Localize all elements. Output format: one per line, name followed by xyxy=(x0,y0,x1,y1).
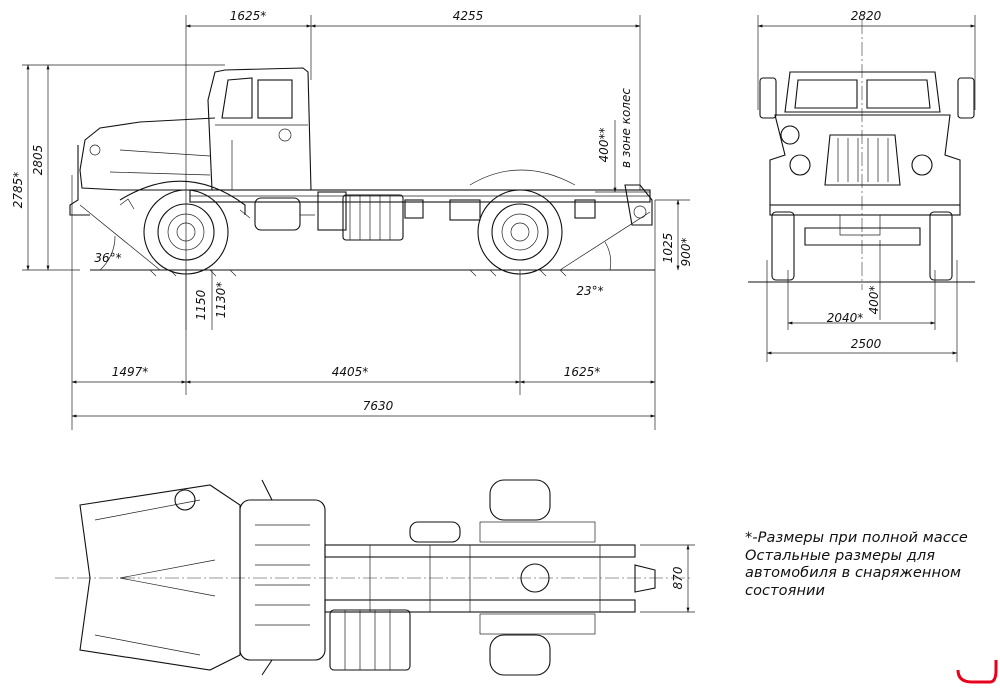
dim-2040: 2040* xyxy=(827,311,864,325)
dim-2500: 2500 xyxy=(851,337,882,351)
notes-block: *-Размеры при полной массе Остальные раз… xyxy=(745,530,985,600)
dim-870: 870 xyxy=(671,566,685,589)
dim-1497: 1497* xyxy=(112,365,149,379)
dim-2820: 2820 xyxy=(851,9,882,23)
dim-1150: 1150 xyxy=(194,289,208,320)
corner-mark xyxy=(956,660,998,684)
dim-400-clearance: 400* xyxy=(867,286,881,315)
dim-1625-rear: 1625* xyxy=(564,365,601,379)
dim-angle-23: 23°* xyxy=(576,284,603,298)
dim-400-wheelzone: 400** xyxy=(597,128,611,163)
note-line-2: Остальные размеры для xyxy=(745,547,936,564)
dim-2805: 2805 xyxy=(31,145,45,176)
note-line-4: состоянии xyxy=(745,582,826,599)
side-view xyxy=(22,15,690,430)
note-line-3: автомобиля в снаряженном xyxy=(745,565,962,581)
dim-4405: 4405* xyxy=(332,365,369,379)
front-wheel xyxy=(143,189,229,275)
dim-1130: 1130* xyxy=(214,282,228,319)
rear-wheel xyxy=(477,189,563,275)
dim-900: 900* xyxy=(679,238,693,267)
dim-4255: 4255 xyxy=(453,9,484,23)
dim-wheelzone-note: в зоне колес xyxy=(619,88,633,168)
dim-1625-top: 1625* xyxy=(230,9,267,23)
note-line-1: *-Размеры при полной массе xyxy=(745,530,968,546)
top-view xyxy=(55,479,695,676)
dim-1025: 1025 xyxy=(661,233,675,264)
dim-angle-36: 36°* xyxy=(94,251,121,265)
front-view xyxy=(748,15,976,362)
dim-7630: 7630 xyxy=(363,399,394,413)
dim-2785: 2785* xyxy=(11,172,25,209)
